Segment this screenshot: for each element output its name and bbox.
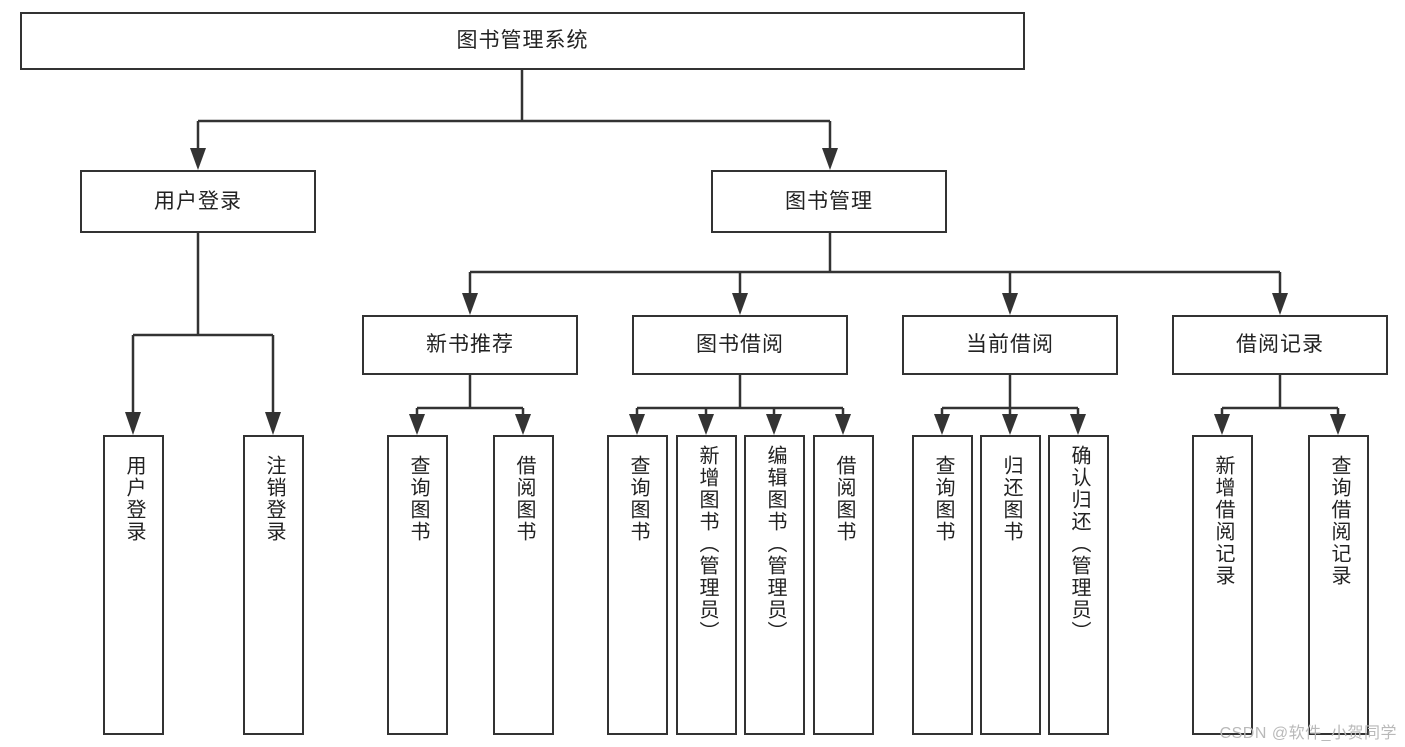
- arrow-borrow-c2: [698, 414, 714, 435]
- leaf-user-login-logout[interactable]: 注销登录: [243, 435, 304, 735]
- node-label: 当前借阅: [966, 333, 1054, 357]
- node-label: 借阅图书: [833, 455, 855, 543]
- node-label: 用户登录: [123, 455, 145, 543]
- node-label: 归还图书: [1000, 455, 1022, 543]
- node-label: 借阅图书: [513, 455, 535, 543]
- arrow-borrow-c4: [835, 414, 851, 435]
- node-label: 新增借阅记录: [1212, 455, 1234, 587]
- node-book-management[interactable]: 图书管理: [711, 170, 947, 233]
- leaf-borrow-edit-book-admin[interactable]: 编辑图书（管理员）: [744, 435, 805, 735]
- leaf-record-query-borrow-record[interactable]: 查询借阅记录: [1308, 435, 1369, 735]
- node-current-borrowing[interactable]: 当前借阅: [902, 315, 1118, 375]
- node-borrow-records[interactable]: 借阅记录: [1172, 315, 1388, 375]
- leaf-borrow-add-book-admin[interactable]: 新增图书（管理员）: [676, 435, 737, 735]
- watermark-text: CSDN @软件_小贺同学: [1219, 725, 1397, 742]
- node-label: 新增图书（管理员）: [696, 445, 718, 643]
- node-label: 新书推荐: [426, 333, 514, 357]
- leaf-current-return-book[interactable]: 归还图书: [980, 435, 1041, 735]
- arrow-book-mgmt-c3: [1002, 293, 1018, 315]
- leaf-borrow-borrow-book[interactable]: 借阅图书: [813, 435, 874, 735]
- arrow-user-login-c2: [265, 412, 281, 435]
- arrow-book-mgmt-c2: [732, 293, 748, 315]
- node-label: 查询图书: [407, 455, 429, 543]
- leaf-user-login-login[interactable]: 用户登录: [103, 435, 164, 735]
- node-book-borrowing[interactable]: 图书借阅: [632, 315, 848, 375]
- leaf-current-confirm-return-admin[interactable]: 确认归还（管理员）: [1048, 435, 1109, 735]
- node-label: 查询图书: [932, 455, 954, 543]
- arrow-book-mgmt-c4: [1272, 293, 1288, 315]
- node-new-book-recommendation[interactable]: 新书推荐: [362, 315, 578, 375]
- arrow-user-login-c1: [125, 412, 141, 435]
- arrow-current-c1: [934, 414, 950, 435]
- leaf-recommend-borrow-book[interactable]: 借阅图书: [493, 435, 554, 735]
- node-label: 图书管理: [785, 189, 873, 213]
- node-label: 图书管理系统: [456, 29, 589, 53]
- leaf-recommend-query-book[interactable]: 查询图书: [387, 435, 448, 735]
- arrow-borrow-c3: [766, 414, 782, 435]
- arrow-record-c1: [1214, 414, 1230, 435]
- arrow-record-c2: [1330, 414, 1346, 435]
- node-label: 用户登录: [154, 189, 242, 213]
- arrow-current-c3: [1070, 414, 1086, 435]
- node-user-login[interactable]: 用户登录: [80, 170, 316, 233]
- arrow-root-to-book-mgmt: [822, 148, 838, 170]
- node-label: 查询借阅记录: [1328, 455, 1350, 587]
- node-label: 注销登录: [263, 455, 285, 543]
- arrow-recommend-c1: [409, 414, 425, 435]
- arrow-root-to-user-login: [190, 148, 206, 170]
- arrow-recommend-c2: [515, 414, 531, 435]
- node-label: 图书借阅: [696, 333, 784, 357]
- leaf-record-add-borrow-record[interactable]: 新增借阅记录: [1192, 435, 1253, 735]
- arrow-current-c2: [1002, 414, 1018, 435]
- node-label: 查询图书: [627, 455, 649, 543]
- leaf-current-query-book[interactable]: 查询图书: [912, 435, 973, 735]
- leaf-borrow-query-book[interactable]: 查询图书: [607, 435, 668, 735]
- node-label: 借阅记录: [1236, 333, 1324, 357]
- node-label: 编辑图书（管理员）: [764, 445, 786, 643]
- node-root-book-management-system[interactable]: 图书管理系统: [20, 12, 1025, 70]
- node-label: 确认归还（管理员）: [1068, 445, 1090, 643]
- arrow-borrow-c1: [629, 414, 645, 435]
- arrow-book-mgmt-c1: [462, 293, 478, 315]
